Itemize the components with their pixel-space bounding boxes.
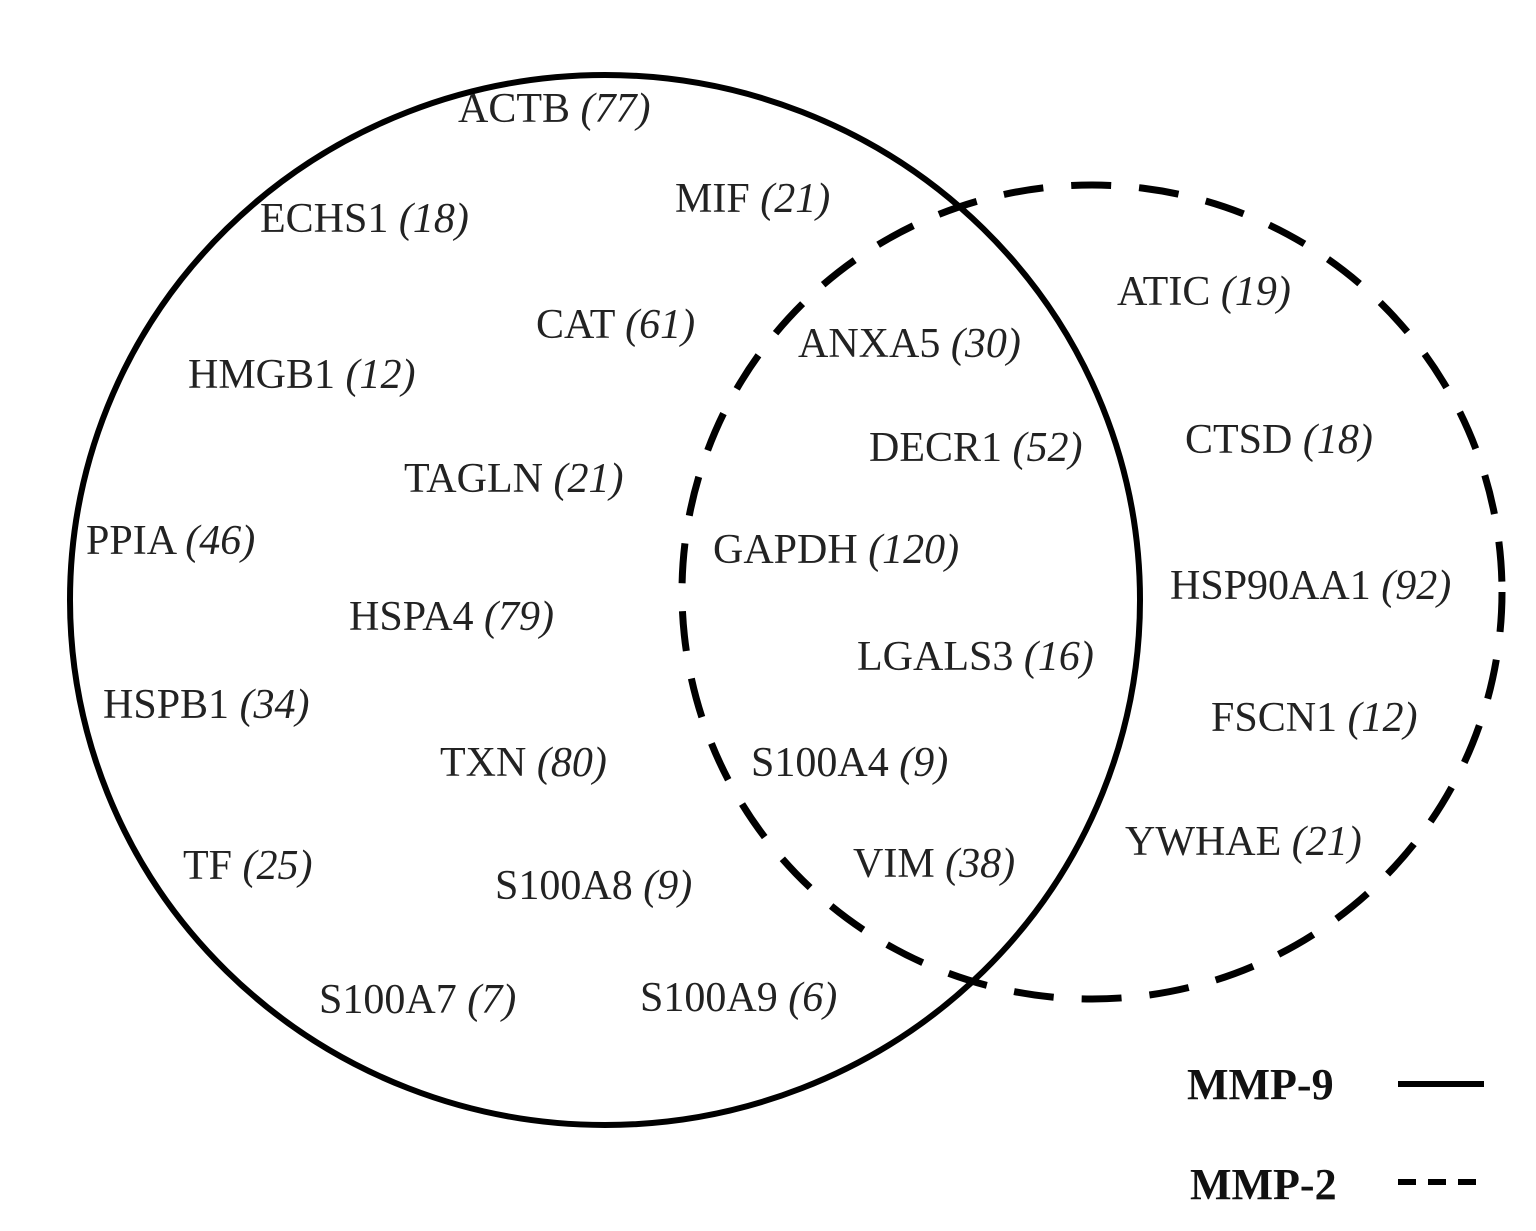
gene-name: ANXA5 xyxy=(798,321,951,367)
gene-name: ECHS1 xyxy=(260,196,399,242)
gene-name: TF xyxy=(183,843,243,889)
gene-name: HSP90AA1 xyxy=(1170,563,1381,609)
gene-count: (6) xyxy=(788,975,837,1021)
gene-label-mif: MIF (21) xyxy=(675,176,830,222)
gene-count: (18) xyxy=(399,196,469,242)
gene-count: (12) xyxy=(346,352,416,398)
gene-labels: ACTB (77) MIF (21) ECHS1 (18) CAT (61) HMGB1… xyxy=(86,86,1451,1023)
gene-label-ywhae: YWHAE (21) xyxy=(1125,819,1362,865)
gene-count: (30) xyxy=(951,321,1021,367)
gene-name: ATIC xyxy=(1117,269,1221,315)
gene-name: YWHAE xyxy=(1125,819,1292,865)
gene-count: (79) xyxy=(484,594,554,640)
gene-count: (52) xyxy=(1013,425,1083,471)
gene-count: (120) xyxy=(868,527,959,573)
gene-name: HSPA4 xyxy=(349,594,484,640)
gene-name: FSCN1 xyxy=(1211,695,1348,741)
gene-label-cat: CAT (61) xyxy=(536,302,695,348)
gene-name: VIM xyxy=(853,841,945,887)
gene-name: PPIA xyxy=(86,518,185,564)
gene-label-hsp90aa1: HSP90AA1 (92) xyxy=(1170,563,1451,609)
gene-count: (34) xyxy=(240,682,310,728)
gene-count: (92) xyxy=(1381,563,1451,609)
gene-label-fscn1: FSCN1 (12) xyxy=(1211,695,1418,741)
gene-label-vim: VIM (38) xyxy=(853,841,1015,887)
gene-label-tagln: TAGLN (21) xyxy=(404,456,623,502)
gene-count: (16) xyxy=(1024,634,1094,680)
gene-count: (21) xyxy=(1292,819,1362,865)
gene-name: TXN xyxy=(440,740,537,786)
gene-name: MIF xyxy=(675,176,760,222)
gene-name: TAGLN xyxy=(404,456,553,502)
gene-label-s100a4: S100A4 (9) xyxy=(751,740,948,786)
gene-count: (9) xyxy=(899,740,948,786)
gene-name: CAT xyxy=(536,302,625,348)
gene-label-atic: ATIC (19) xyxy=(1117,269,1291,315)
gene-count: (38) xyxy=(945,841,1015,887)
legend: MMP-9 MMP-2 xyxy=(1187,1060,1484,1209)
gene-count: (25) xyxy=(243,843,313,889)
gene-count: (80) xyxy=(537,740,607,786)
mmp2-set-circle xyxy=(678,181,1506,1003)
gene-name: GAPDH xyxy=(713,527,868,573)
gene-count: (61) xyxy=(625,302,695,348)
gene-label-s100a7: S100A7 (7) xyxy=(319,977,516,1023)
gene-name: HSPB1 xyxy=(103,682,240,728)
gene-name: S100A7 xyxy=(319,977,467,1023)
gene-name: DECR1 xyxy=(869,425,1013,471)
gene-name: S100A9 xyxy=(640,975,788,1021)
gene-label-hmgb1: HMGB1 (12) xyxy=(188,352,416,398)
gene-count: (21) xyxy=(760,176,830,222)
gene-label-s100a8: S100A8 (9) xyxy=(495,863,692,909)
gene-count: (12) xyxy=(1348,695,1418,741)
gene-label-decr1: DECR1 (52) xyxy=(869,425,1083,471)
gene-count: (21) xyxy=(553,456,623,502)
gene-label-anxa5: ANXA5 (30) xyxy=(798,321,1021,367)
gene-label-gapdh: GAPDH (120) xyxy=(713,527,959,573)
gene-name: HMGB1 xyxy=(188,352,346,398)
gene-name: ACTB xyxy=(458,86,581,132)
gene-name: S100A4 xyxy=(751,740,899,786)
gene-count: (9) xyxy=(643,863,692,909)
gene-name: CTSD xyxy=(1185,417,1303,463)
gene-label-hspb1: HSPB1 (34) xyxy=(103,682,310,728)
legend-label-mmp9: MMP-9 xyxy=(1187,1060,1334,1109)
gene-count: (77) xyxy=(581,86,651,132)
gene-label-echs1: ECHS1 (18) xyxy=(260,196,469,242)
gene-count: (18) xyxy=(1303,417,1373,463)
gene-label-ppia: PPIA (46) xyxy=(86,518,255,564)
mmp9-set-circle xyxy=(67,72,1143,1128)
legend-label-mmp2: MMP-2 xyxy=(1190,1160,1337,1209)
gene-count: (19) xyxy=(1221,269,1291,315)
gene-name: S100A8 xyxy=(495,863,643,909)
gene-label-tf: TF (25) xyxy=(183,843,313,889)
gene-name: LGALS3 xyxy=(857,634,1024,680)
gene-count: (7) xyxy=(467,977,516,1023)
gene-label-s100a9: S100A9 (6) xyxy=(640,975,837,1021)
gene-label-ctsd: CTSD (18) xyxy=(1185,417,1373,463)
gene-label-actb: ACTB (77) xyxy=(458,86,651,132)
gene-count: (46) xyxy=(185,518,255,564)
gene-label-txn: TXN (80) xyxy=(440,740,607,786)
gene-label-lgals3: LGALS3 (16) xyxy=(857,634,1094,680)
gene-label-hspa4: HSPA4 (79) xyxy=(349,594,554,640)
